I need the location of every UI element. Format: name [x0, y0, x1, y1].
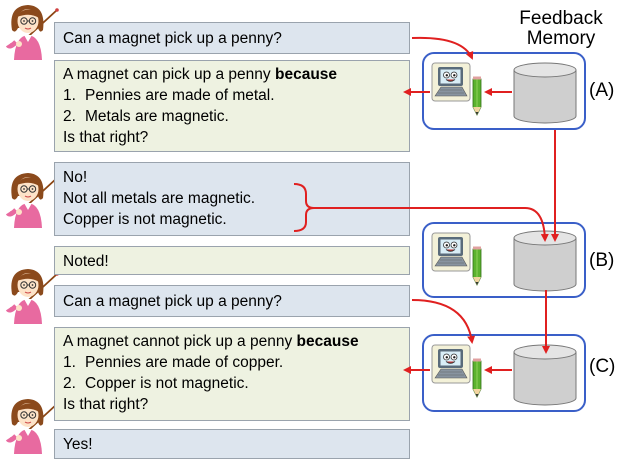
noted-text: Noted! [63, 253, 109, 270]
answer-item-1: 1.Pennies are made of metal. [63, 87, 275, 104]
answer-item-2: 2.Metals are magnetic. [63, 108, 229, 125]
answer-headline: A magnet can pick up a penny because [63, 66, 338, 83]
answer-item-2: 2.Copper is not magnetic. [63, 375, 249, 392]
arrow-question-to-model-c [411, 299, 476, 344]
answer-closing: Is that right? [63, 396, 149, 413]
answer-headline: A magnet cannot pick up a penny because [63, 333, 359, 350]
answer-closing: Is that right? [63, 129, 149, 146]
answer-item-1: 1.Pennies are made of copper. [63, 354, 284, 371]
feedback-brace [293, 183, 315, 232]
model-answer-2: A magnet cannot pick up a penny because … [54, 327, 410, 421]
label-a: (A) [589, 80, 615, 101]
feedback-memory-header: Feedback Memory [503, 9, 619, 49]
question-text: Can a magnet pick up a penny? [63, 293, 282, 310]
user-question-2: Can a magnet pick up a penny? [54, 285, 410, 317]
model-answer-1: A magnet can pick up a penny because 1.P… [54, 60, 410, 152]
feedback-line-3: Copper is not magnetic. [63, 211, 227, 228]
yes-text: Yes! [63, 436, 93, 453]
header-line-2: Memory [526, 28, 596, 49]
header-line-1: Feedback [519, 8, 603, 29]
user-feedback: No! Not all metals are magnetic. Copper … [54, 162, 410, 236]
question-text: Can a magnet pick up a penny? [63, 30, 282, 47]
feedback-line-2: Not all metals are magnetic. [63, 190, 256, 207]
user-question-1: Can a magnet pick up a penny? [54, 22, 410, 54]
model-acknowledgement: Noted! [54, 246, 410, 275]
label-b: (B) [589, 250, 615, 271]
arrow-feedback-to-memory-b [314, 207, 549, 242]
label-c: (C) [589, 356, 616, 377]
memory-box-c [422, 334, 586, 412]
feedback-line-1: No! [63, 169, 88, 186]
arrow-question-to-model-a [411, 36, 474, 60]
